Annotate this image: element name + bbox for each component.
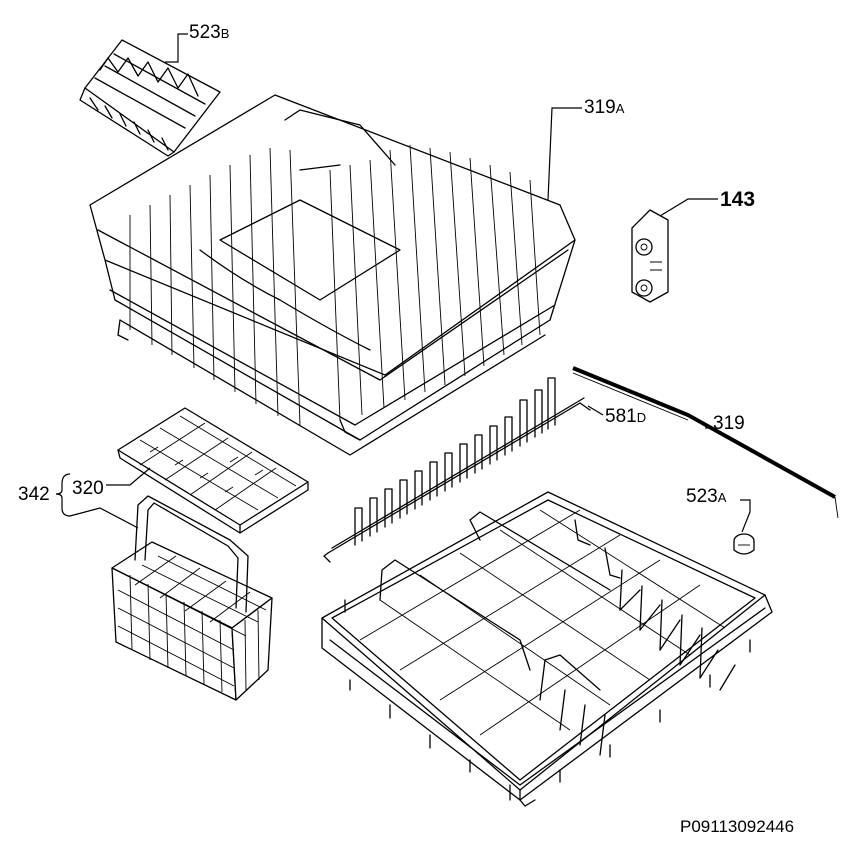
label-320: 320 — [72, 478, 104, 499]
cutlery-basket-342 — [111, 495, 273, 701]
label-319a: 319A — [584, 97, 625, 118]
label-581d: 581D — [605, 406, 646, 427]
upper-basket-319a — [89, 94, 576, 456]
lower-basket — [321, 491, 773, 807]
wheel-assembly-143 — [631, 209, 669, 303]
label-523b: 523B — [189, 22, 229, 43]
cup-rack-523b — [79, 39, 221, 157]
leader-320 — [106, 467, 151, 486]
clip-523a — [733, 533, 755, 555]
label-342: 342 — [18, 484, 50, 505]
leader-342-basket — [69, 507, 139, 529]
leader-342 — [55, 473, 71, 517]
leader-581d — [587, 405, 604, 416]
tine-rack-581d — [323, 377, 591, 563]
label-143: 143 — [720, 188, 755, 211]
leader-523a — [740, 499, 751, 533]
rail-319 — [572, 366, 836, 499]
reference-code: P09113092446 — [680, 817, 794, 836]
grid-insert-320 — [117, 407, 309, 534]
leader-523b — [165, 33, 188, 63]
leader-143 — [659, 198, 718, 217]
leader-319a — [547, 107, 582, 201]
label-319: 319 — [713, 413, 745, 434]
label-523a: 523A — [686, 486, 727, 507]
